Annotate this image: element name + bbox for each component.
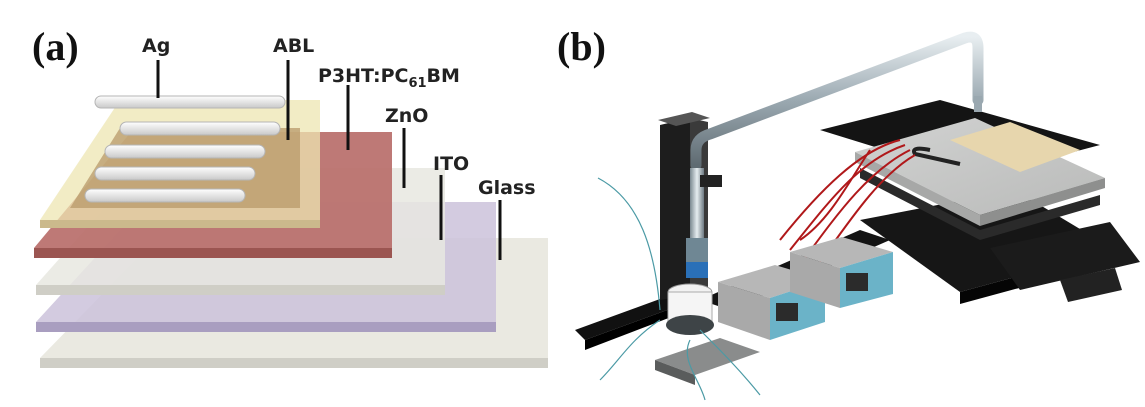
spray-outlet [974,96,982,112]
label-active-main: P3HT:PC [318,65,408,87]
controller-2-display [846,273,868,291]
panel-a-label: (a) [32,24,79,69]
leader-lines [156,60,502,260]
layer-ito-edge [36,322,496,332]
controller-2-top [790,237,893,268]
ag-bus-bar [94,95,286,109]
teal-wire-1 [597,177,661,311]
layer-active-edge [34,248,392,258]
column-top [658,112,710,126]
temp-controllers [718,237,893,340]
ag-finger-4 [84,188,246,203]
pipe-arm [690,31,984,171]
panel-a: (a) [32,24,548,368]
label-active-sub: 61 [408,76,426,91]
ag-finger-2 [104,144,266,159]
label-active-suffix: BM [427,65,460,87]
wire-1 [779,139,901,241]
wire-3 [804,149,911,259]
stage-plate-top [855,118,1105,215]
sensor-wires [597,177,761,401]
nozzle-tip [686,262,708,278]
column-front [660,118,690,300]
sample-substrate [950,122,1080,172]
label-glass: Glass [478,177,536,199]
controller-1-display [776,303,798,321]
teal-wire-2 [599,319,661,381]
nebulizer-base [655,338,760,375]
wire-2 [789,144,906,251]
label-zno: ZnO [385,105,428,127]
clamp [700,175,722,187]
panel-b: (b) [557,24,1140,401]
nozzle-body [686,238,708,268]
label-abl: ABL [273,35,314,57]
xy-rail-right [990,222,1140,290]
controller-1-side [718,282,770,340]
layer-abl [40,100,320,228]
wire-5 [799,149,871,241]
layer-glass-edge [40,358,548,368]
layer-ag [84,95,286,203]
stage-plate-side-front [855,152,980,226]
teal-wire-3 [699,329,761,396]
label-ito: ITO [433,153,469,175]
nozzle-pipe [686,31,984,278]
thermocouple-clip [912,146,961,166]
controller-2-side [790,252,840,308]
label-active: P3HT:PC61BM [318,65,460,91]
xy-rail-end [1060,268,1122,302]
stage-plate-side-right [980,178,1105,226]
teal-wire-4 [686,339,706,401]
layer-abl-edge [40,220,320,228]
ag-finger-3 [94,166,256,181]
nebulizer-base-side [655,360,695,385]
nebulizer-sponge [666,315,714,335]
heater-wires [779,139,916,263]
stage-underframe [860,168,1100,240]
panel-b-label: (b) [557,24,606,69]
nebulizer [655,283,760,385]
layer-zno-edge [36,285,445,295]
heated-stage [820,96,1105,240]
ag-finger-1 [119,121,281,136]
label-ag: Ag [142,35,170,57]
